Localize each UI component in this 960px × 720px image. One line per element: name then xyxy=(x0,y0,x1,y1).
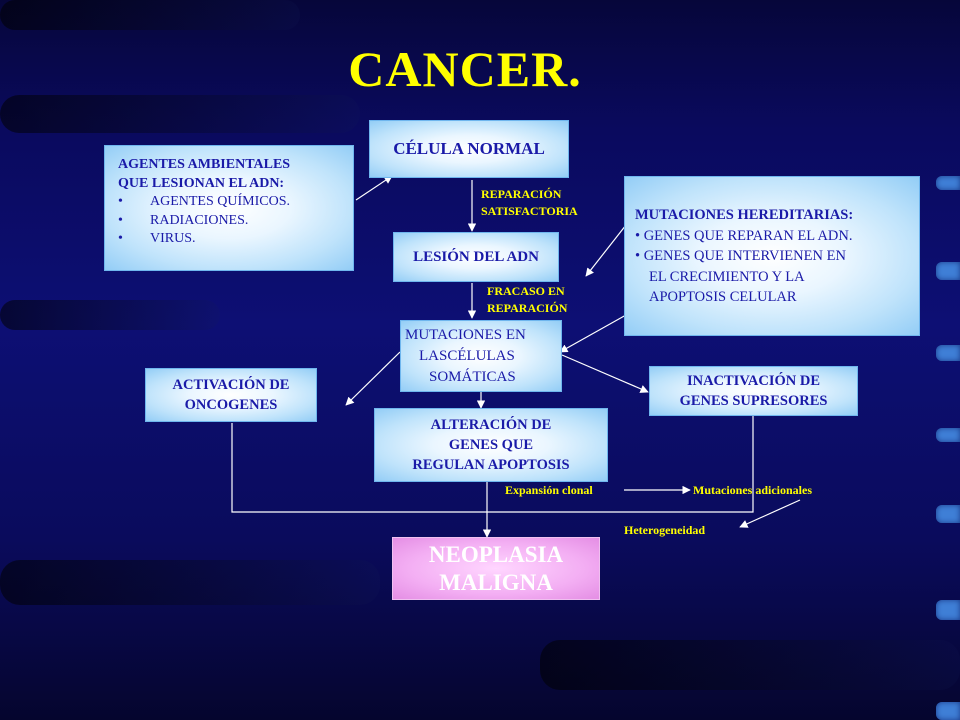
inactivacion-line-1: INACTIVACIÓN DE xyxy=(686,373,821,389)
node-lesion-adn: LESIÓN DEL ADN xyxy=(393,232,559,282)
label-reparacion-satisfactoria: REPARACIÓN SATISFACTORIA xyxy=(481,187,578,218)
background-streak xyxy=(540,640,960,690)
edge-decoration xyxy=(936,176,960,190)
label-fracaso-reparacion: FRACASO EN REPARACIÓN xyxy=(487,284,568,315)
activacion-line-1: ACTIVACIÓN DE xyxy=(172,377,290,393)
node-activacion-oncogenes: ACTIVACIÓN DE ONCOGENES xyxy=(145,368,317,422)
node-alteracion-apoptosis: ALTERACIÓN DE GENES QUE REGULAN APOPTOSI… xyxy=(374,408,608,482)
list-item: AGENTES QUÍMICOS. xyxy=(118,193,353,212)
edge-decoration xyxy=(936,262,960,280)
page-title: CANCER. xyxy=(348,41,582,97)
somaticas-line-2: LASCÉLULAS xyxy=(419,348,515,364)
alteracion-line-2: GENES QUE xyxy=(448,437,534,453)
arrow-agentes-to-normal xyxy=(355,175,393,201)
somaticas-line-3: SOMÁTICAS xyxy=(429,369,516,385)
node-agentes-ambientales: AGENTES AMBIENTALES QUE LESIONAN EL ADN:… xyxy=(104,145,354,271)
agentes-heading-2: QUE LESIONAN EL ADN: xyxy=(118,175,285,191)
label-expansion-clonal: Expansión clonal xyxy=(505,483,593,497)
hereditarias-item-2-line-3: APOPTOSIS CELULAR xyxy=(649,289,797,305)
activacion-line-2: ONCOGENES xyxy=(184,397,278,413)
inactivacion-line-2: GENES SUPRESORES xyxy=(679,393,828,409)
arrow-mutaciones-to-heterogeneidad xyxy=(739,499,801,528)
edge-decoration xyxy=(936,505,960,523)
background-streak xyxy=(0,95,360,133)
neoplasia-line-2: MALIGNA xyxy=(439,569,553,595)
list-item: VIRUS. xyxy=(118,230,353,249)
list-item: RADIACIONES. xyxy=(118,212,353,231)
node-inactivacion-supresores: INACTIVACIÓN DE GENES SUPRESORES xyxy=(649,366,858,416)
node-mutaciones-hereditarias: MUTACIONES HEREDITARIAS: • GENES QUE REP… xyxy=(624,176,920,336)
edge-decoration xyxy=(936,345,960,361)
background-streak xyxy=(0,560,380,605)
alteracion-line-1: ALTERACIÓN DE xyxy=(430,417,552,433)
hereditarias-item-2: • GENES QUE INTERVIENEN EN xyxy=(635,248,846,264)
hereditarias-item-1: • GENES QUE REPARAN EL ADN. xyxy=(635,227,853,244)
background-streak xyxy=(0,0,300,30)
arrow-hereditarias-to-lesion xyxy=(585,224,627,277)
node-lesion-adn-label: LESIÓN DEL ADN xyxy=(413,248,539,265)
edge-decoration xyxy=(936,702,960,720)
background-streak xyxy=(0,300,220,330)
alteracion-line-3: REGULAN APOPTOSIS xyxy=(412,457,570,473)
node-neoplasia-maligna: NEOPLASIA MALIGNA xyxy=(392,537,600,600)
node-celula-normal: CÉLULA NORMAL xyxy=(369,120,569,178)
edge-decoration xyxy=(936,600,960,620)
line-activacion-down xyxy=(231,423,487,513)
hereditarias-item-2-line-2: EL CRECIMIENTO Y LA xyxy=(649,268,805,285)
hereditarias-heading: MUTACIONES HEREDITARIAS: xyxy=(635,207,854,223)
arrow-mutaciones-to-activacion xyxy=(345,351,401,406)
neoplasia-line-1: NEOPLASIA xyxy=(428,541,564,567)
line-inactivacion-down xyxy=(487,416,754,513)
label-heterogeneidad: Heterogeneidad xyxy=(624,523,706,537)
somaticas-line-1: MUTACIONES EN xyxy=(405,327,526,343)
agentes-heading-1: AGENTES AMBIENTALES xyxy=(118,157,291,172)
arrow-hereditarias-to-mutaciones xyxy=(559,314,627,353)
node-celula-normal-label: CÉLULA NORMAL xyxy=(393,139,545,158)
label-mutaciones-adicionales: Mutaciones adicionales xyxy=(693,483,812,497)
node-mutaciones-somaticas: MUTACIONES EN LASCÉLULAS SOMÁTICAS xyxy=(400,320,562,392)
edge-decoration xyxy=(936,428,960,442)
agentes-list: AGENTES QUÍMICOS. RADIACIONES. VIRUS. xyxy=(118,193,353,249)
arrow-mutaciones-to-inactivacion xyxy=(561,354,649,393)
